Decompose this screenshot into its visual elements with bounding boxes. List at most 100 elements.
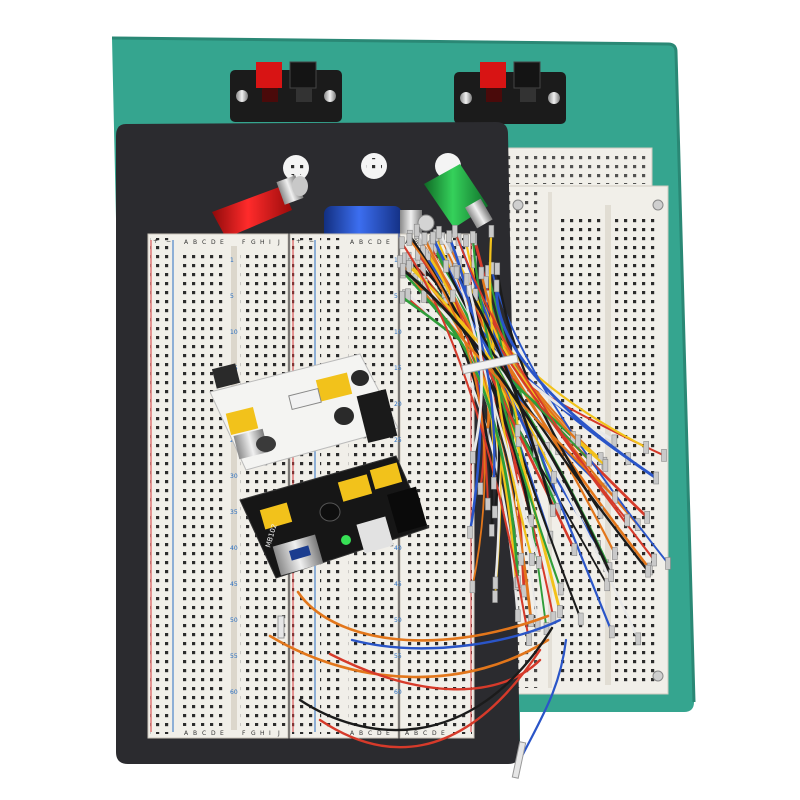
jumper-wire xyxy=(447,236,482,533)
jumper-pin xyxy=(430,231,436,245)
row-letter: A xyxy=(184,730,189,737)
jumper-pin xyxy=(489,524,495,537)
jumper-pin xyxy=(575,434,581,448)
row-letter: F xyxy=(242,730,246,737)
main-breadboard-1 xyxy=(147,233,289,739)
jumper-pin xyxy=(492,590,498,603)
row-letter: J xyxy=(277,730,280,737)
jumper-pin xyxy=(452,224,458,238)
right-breadboard-top xyxy=(499,147,653,191)
column-number: 10 xyxy=(394,329,402,336)
jumper-pin xyxy=(413,223,420,237)
row-letter: H xyxy=(260,730,265,737)
column-number: 20 xyxy=(394,401,402,408)
breadboard-printed-labels: ABCDEABCDEABCDEFGHIJABCDEFGHIJABCDEABCDE… xyxy=(153,238,445,737)
jumper-pin xyxy=(608,569,614,582)
jumper-pin xyxy=(611,434,618,448)
column-number: 60 xyxy=(230,689,238,696)
column-number: 15 xyxy=(394,365,402,372)
column-number: 10 xyxy=(230,329,238,336)
row-letter: B xyxy=(193,239,197,246)
column-number: 1 xyxy=(230,257,234,264)
jumper-pin xyxy=(586,453,592,467)
jumper-pin xyxy=(529,553,535,566)
jumper-pin xyxy=(494,262,501,276)
column-number: 30 xyxy=(230,473,238,480)
jumper-pin xyxy=(485,497,491,511)
jumper-pin xyxy=(450,289,456,303)
jumper-pin xyxy=(467,526,473,539)
main-breadboard-3 xyxy=(399,233,475,739)
jumper-pin xyxy=(470,230,476,244)
rail-plus: + xyxy=(153,238,158,245)
row-letter: C xyxy=(202,239,206,246)
jumper-pin xyxy=(470,451,476,464)
row-letter: A xyxy=(405,730,410,737)
row-letter: E xyxy=(220,730,224,737)
jumper-pin xyxy=(436,225,442,239)
rail-minus: − xyxy=(309,238,314,245)
row-letter: D xyxy=(432,730,437,737)
row-letter: E xyxy=(220,239,224,246)
jumper-wire xyxy=(426,253,518,584)
green-binding-post xyxy=(424,164,493,229)
jumper-pin xyxy=(551,470,557,484)
column-number: 40 xyxy=(394,545,402,552)
jumper-pin xyxy=(400,263,406,276)
jumper-pin xyxy=(557,582,564,596)
jumper-wire xyxy=(423,295,520,582)
row-letter: I xyxy=(269,239,271,246)
jumper-wire xyxy=(471,237,562,590)
column-number: 5 xyxy=(230,293,234,300)
row-letter: E xyxy=(441,730,445,737)
row-letter: C xyxy=(423,730,427,737)
column-number: 40 xyxy=(230,545,238,552)
jumper-pin xyxy=(477,482,484,495)
column-number: 60 xyxy=(394,689,402,696)
jumper-wire xyxy=(399,260,616,499)
power-module-white xyxy=(209,353,399,471)
column-number: 5 xyxy=(394,293,398,300)
row-letter: E xyxy=(386,239,390,246)
row-letter: C xyxy=(368,239,372,246)
jumper-pin xyxy=(645,564,651,578)
jumper-pin xyxy=(624,513,630,527)
row-letter: C xyxy=(368,730,372,737)
row-letter: D xyxy=(211,730,216,737)
row-letter: A xyxy=(350,730,355,737)
row-letter: B xyxy=(359,239,363,246)
row-letter: G xyxy=(251,239,256,246)
row-letter: B xyxy=(359,730,363,737)
column-number: 50 xyxy=(394,617,402,624)
jumper-pin xyxy=(526,633,532,646)
loose-dupont-wires xyxy=(268,590,568,779)
jumper-pin xyxy=(665,557,671,570)
jumper-pin xyxy=(463,234,469,248)
jumper-pin xyxy=(644,511,650,524)
jumper-pin xyxy=(518,552,524,566)
jumper-pin xyxy=(604,578,610,592)
jumper-pin xyxy=(446,230,452,243)
cable-tie xyxy=(461,353,519,375)
jumper-wire xyxy=(451,295,489,505)
jumper-pin xyxy=(421,232,428,245)
jumper-pin xyxy=(536,556,542,569)
jumper-pin xyxy=(491,476,497,490)
column-number: 1 xyxy=(394,257,398,264)
row-letter: B xyxy=(414,239,418,246)
jumper-pin xyxy=(602,459,609,472)
jumper-pin xyxy=(397,255,403,268)
jumper-wire xyxy=(444,265,650,572)
jumper-pin xyxy=(493,279,500,293)
jumper-pin xyxy=(643,441,649,454)
jumper-wire xyxy=(495,285,657,480)
jumper-pin xyxy=(514,424,521,438)
jumper-wire xyxy=(454,230,628,521)
jumper-pin xyxy=(453,266,460,280)
jumper-wire xyxy=(408,238,486,587)
jumper-pin xyxy=(421,290,427,303)
rail-minus: − xyxy=(166,238,171,245)
jumper-wire xyxy=(455,272,496,484)
jumper-pin xyxy=(651,553,657,567)
jumper-pin xyxy=(609,625,615,639)
